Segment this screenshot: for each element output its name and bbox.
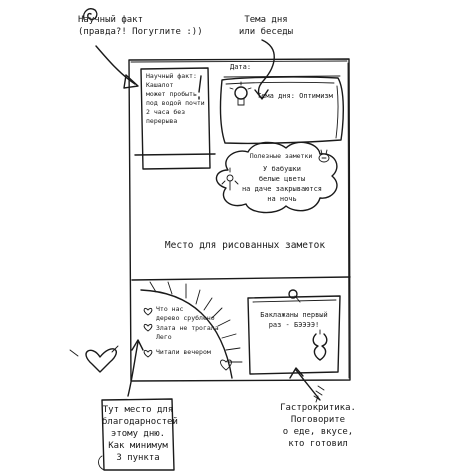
fun-fact-hint: Научный факт (правда?! Погуглите :)) <box>78 15 203 37</box>
gratitude-hint: Тут место для благодарностей этому дню. … <box>102 405 178 463</box>
drawing-area-label: Место для рисованных заметок <box>164 240 326 251</box>
gratitude-item: Злата не трогала Лего <box>156 324 219 341</box>
gratitude-item: Что нас дерево срублено <box>156 305 215 322</box>
topic-hint: Тема дня или беседы <box>238 15 294 37</box>
flower-icon <box>221 167 239 191</box>
arrow-icon <box>95 45 136 85</box>
arrow-icon <box>295 369 321 401</box>
heart-icon <box>220 359 232 371</box>
notes-cloud <box>215 141 338 214</box>
spiral-icon <box>82 8 98 21</box>
notes-text: У бабушки белые цветы на даче закрываютс… <box>241 165 323 203</box>
heart-icon <box>143 349 153 358</box>
heart-icon <box>85 348 117 373</box>
topic-text: Тема дня: Оптимизм <box>257 92 333 100</box>
fun-fact-box <box>140 67 211 170</box>
gratitude-box <box>101 398 175 471</box>
apple-core-icon <box>312 329 328 361</box>
notebook-page-border <box>128 58 351 382</box>
gastro-note-text: Баклажаны первый раз - БЭЭЭЭ! <box>260 311 328 329</box>
sun-arc <box>140 289 233 379</box>
gastro-note-box <box>247 295 341 375</box>
gastro-hint: Гастрокритика. Поговорите о еде, вкусе, … <box>280 403 356 449</box>
arrow-icon <box>257 39 275 99</box>
gratitude-item: Читали вечером <box>156 348 211 356</box>
exclamation-icon <box>198 75 202 100</box>
arrow-icon <box>127 341 139 397</box>
fun-fact-text: Научный факт: Кашалот может пробыть под … <box>146 72 205 125</box>
heart-icon <box>143 323 153 332</box>
topic-box <box>219 76 344 145</box>
notes-title: Полезные заметки <box>249 152 313 160</box>
date-label: Дата: <box>230 63 252 71</box>
bee-icon <box>318 149 330 163</box>
lightbulb-icon <box>229 81 252 106</box>
heart-icon <box>143 307 153 316</box>
pin-icon <box>288 289 301 303</box>
